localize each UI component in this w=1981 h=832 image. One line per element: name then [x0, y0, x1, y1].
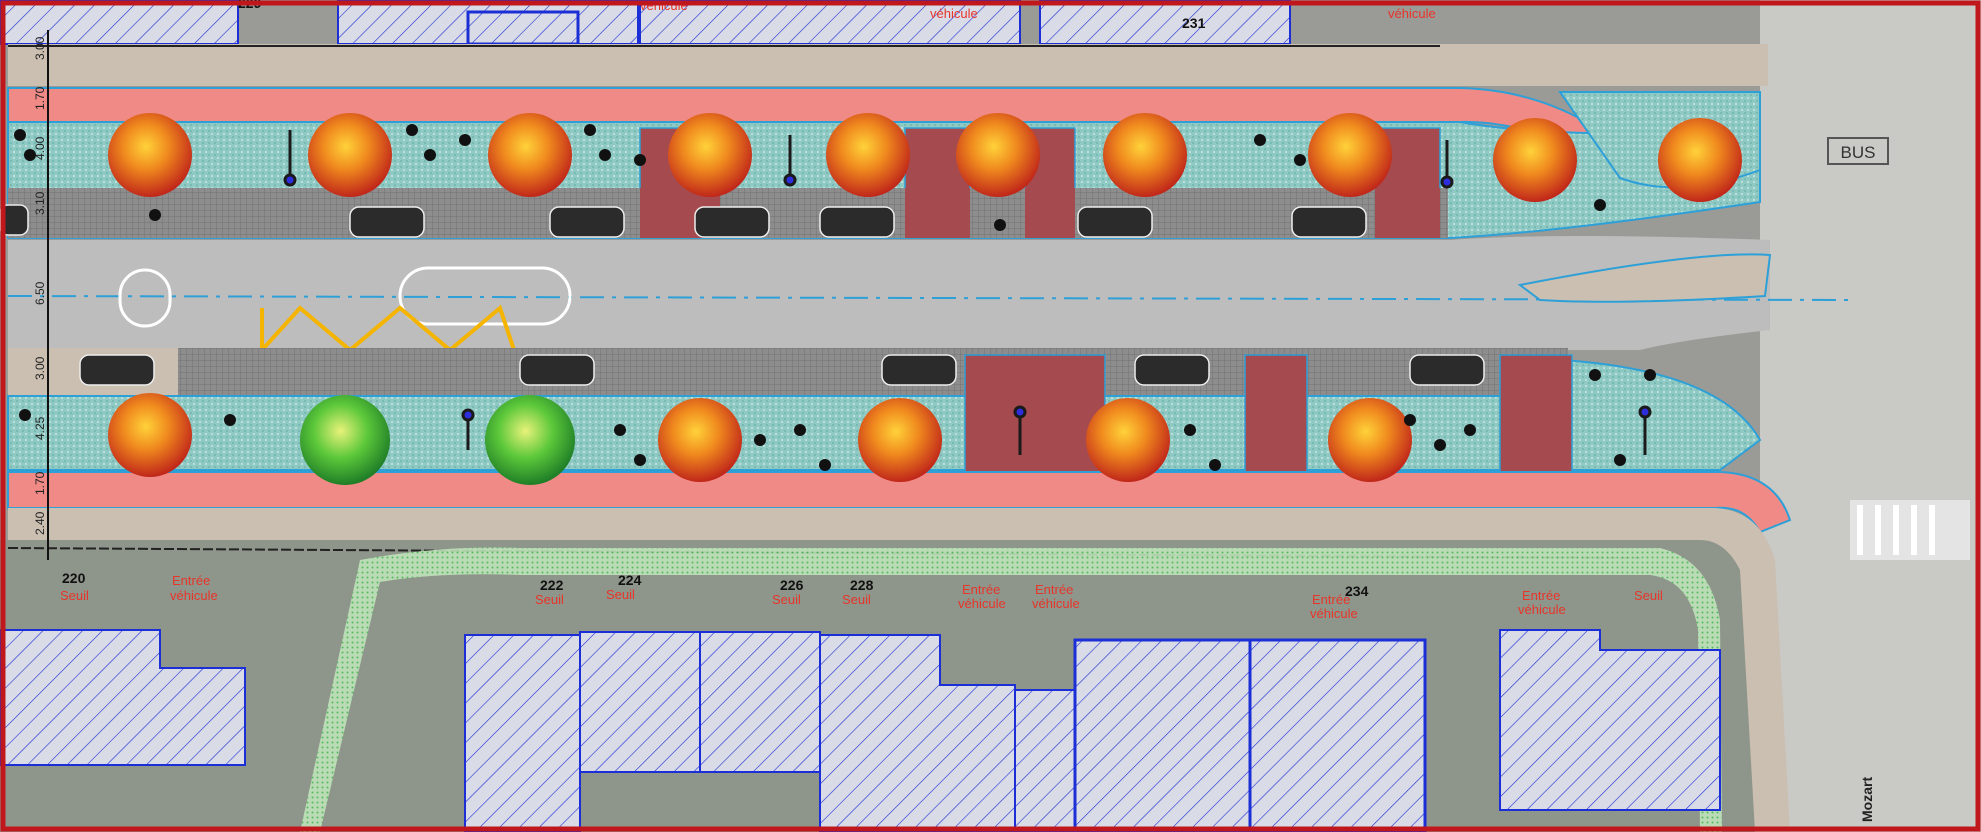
- svg-text:220: 220: [62, 570, 86, 586]
- zigzag-marking: [260, 304, 517, 356]
- svg-text:1.70: 1.70: [33, 471, 47, 495]
- south-buildings: [0, 629, 1721, 832]
- street-name-mozart: Mozart: [1859, 777, 1875, 822]
- svg-text:Seuil: Seuil: [842, 592, 871, 607]
- svg-text:Seuil: Seuil: [772, 592, 801, 607]
- aerial-right: [1760, 0, 1981, 832]
- svg-text:234: 234: [1345, 583, 1369, 599]
- svg-text:1.70: 1.70: [33, 86, 47, 110]
- north-sidewalk: [8, 44, 1768, 86]
- label-vehicule-top-3: véhicule: [1388, 6, 1436, 21]
- bus-marking-box: [1827, 137, 1889, 165]
- svg-text:224: 224: [618, 572, 642, 588]
- label-vehicule-top-2: véhicule: [930, 6, 978, 21]
- parked-cars: [0, 204, 1485, 386]
- south-raised-beds: [964, 354, 1573, 481]
- traffic-islands: [118, 253, 1772, 328]
- svg-text:Entrée: Entrée: [1522, 588, 1560, 603]
- svg-text:véhicule: véhicule: [1518, 602, 1566, 617]
- svg-text:véhicule: véhicule: [1032, 596, 1080, 611]
- bus-marking: BUS: [1841, 143, 1876, 162]
- svg-text:4.25: 4.25: [33, 416, 47, 440]
- svg-text:Entrée: Entrée: [962, 582, 1000, 597]
- svg-text:Seuil: Seuil: [606, 587, 635, 602]
- svg-text:véhicule: véhicule: [1310, 606, 1358, 621]
- shrubs: [14, 124, 1656, 471]
- svg-text:véhicule: véhicule: [958, 596, 1006, 611]
- svg-text:3.00: 3.00: [33, 36, 47, 60]
- south-cycle-lane: [7, 471, 1792, 534]
- house-number-231: 231: [1182, 15, 1206, 31]
- south-parking-strip: [8, 348, 1568, 396]
- svg-text:3.00: 3.00: [33, 356, 47, 380]
- dimension-labels: 3.00 1.70 4.00 3.10 6.50 3.00 4.25 1.70 …: [33, 36, 47, 535]
- svg-text:Entrée: Entrée: [172, 573, 210, 588]
- svg-text:3.10: 3.10: [33, 191, 47, 215]
- pedestrian-crossing: [1850, 500, 1970, 560]
- svg-text:véhicule: véhicule: [170, 588, 218, 603]
- trees: [108, 113, 1742, 485]
- street-lamps: [283, 130, 1652, 455]
- svg-text:6.50: 6.50: [33, 281, 47, 305]
- svg-text:Seuil: Seuil: [60, 588, 89, 603]
- svg-text:2.40: 2.40: [33, 511, 47, 535]
- svg-text:4.00: 4.00: [33, 136, 47, 160]
- svg-text:228: 228: [850, 577, 874, 593]
- svg-text:Seuil: Seuil: [535, 592, 564, 607]
- svg-text:Entrée: Entrée: [1312, 592, 1350, 607]
- svg-text:222: 222: [540, 577, 564, 593]
- svg-text:226: 226: [780, 577, 804, 593]
- svg-text:Entrée: Entrée: [1035, 582, 1073, 597]
- carriageway: [8, 236, 1770, 350]
- south-labels: 220 Seuil Entrée véhicule 222 Seuil 224 …: [60, 570, 1663, 621]
- svg-text:Seuil: Seuil: [1634, 588, 1663, 603]
